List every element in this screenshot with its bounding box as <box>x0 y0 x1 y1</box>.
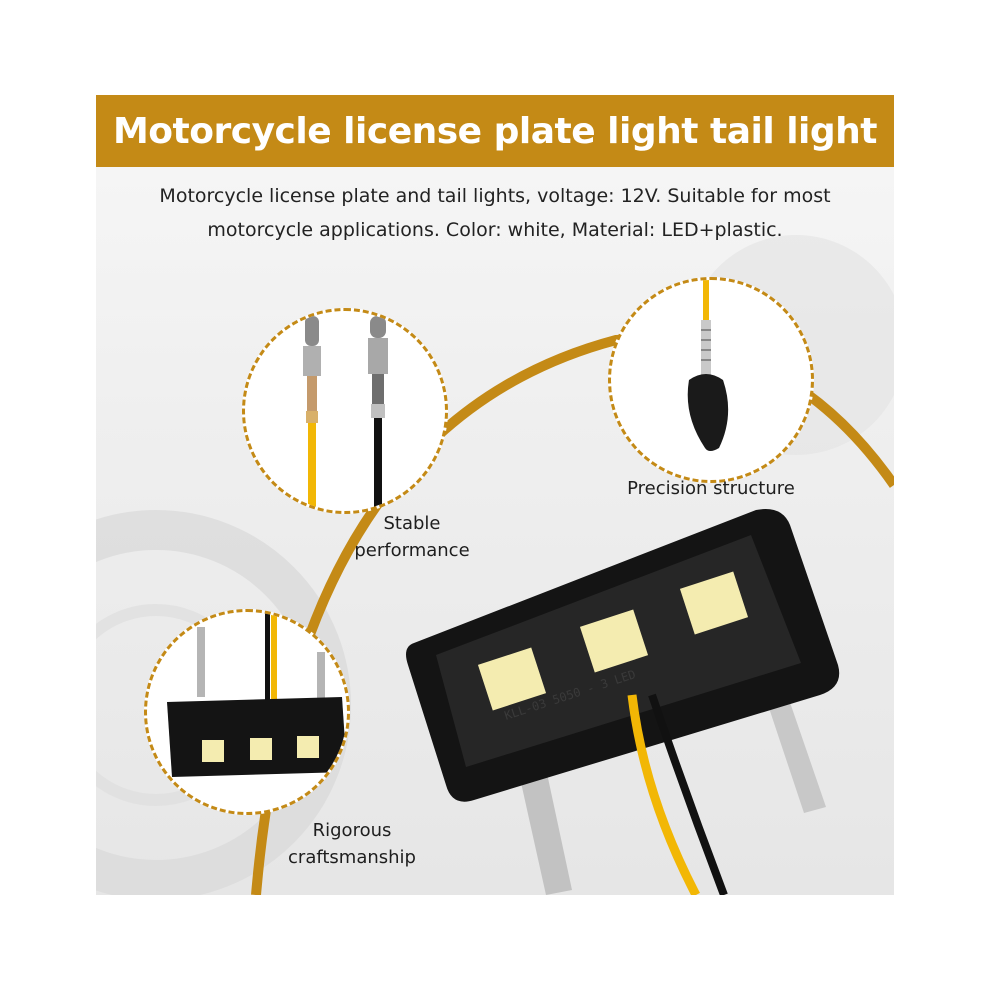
feature-label-precision-structure: Precision structure <box>598 475 824 502</box>
feature-label-line: Rigorous <box>312 820 392 841</box>
feature-circle-structure <box>608 277 814 483</box>
title-banner: Motorcycle license plate light tail ligh… <box>96 95 894 167</box>
feature-label-rigorous-craftsmanship: Rigorous craftsmanship <box>272 817 432 871</box>
mounting-stud-icon <box>516 685 826 895</box>
led-chip-icon <box>477 571 749 711</box>
page-title: Motorcycle license plate light tail ligh… <box>112 110 878 152</box>
feature-label-line: craftsmanship <box>288 847 416 868</box>
product-card: Motorcycle license plate light tail ligh… <box>96 95 894 895</box>
feature-circle-craftsmanship <box>144 609 350 815</box>
feature-circle-connectors <box>242 308 448 514</box>
connector-pins-icon <box>303 316 388 511</box>
led-light-icon <box>167 612 347 777</box>
rivet-tip-icon <box>687 280 729 451</box>
feature-label-line: Stable <box>383 513 441 534</box>
product-description: Motorcycle license plate and tail lights… <box>159 185 831 241</box>
product-image: KLL-03 5050 - 3 LED <box>406 509 840 895</box>
feature-label-line: performance <box>354 540 470 561</box>
feature-label-line: Precision structure <box>627 478 795 499</box>
feature-label-stable-performance: Stable performance <box>332 510 492 564</box>
